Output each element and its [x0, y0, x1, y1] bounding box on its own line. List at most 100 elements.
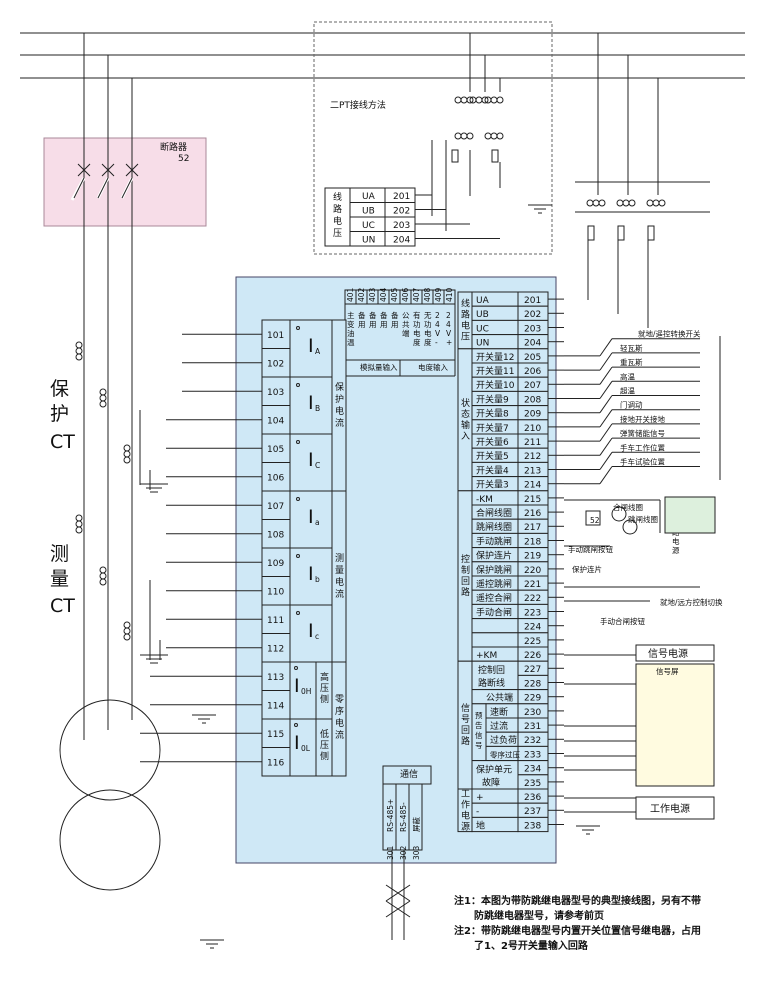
pt-voltage-label: UC [362, 221, 375, 231]
vertical-label-char: 电 [461, 319, 470, 331]
current-terminal-label: 111 [267, 616, 284, 626]
vertical-label-char: 流 [335, 588, 344, 600]
right-row-label: 开关量12 [476, 351, 514, 363]
switch-description: 高温 [620, 371, 635, 381]
pt-voltage-label: UB [362, 207, 375, 217]
vertical-label-char: 号 [475, 741, 483, 750]
comm-terminal: 303 [412, 845, 421, 860]
right-row-label: UB [476, 310, 489, 320]
right-row-label: UC [476, 324, 489, 334]
vertical-label-char: 信 [461, 702, 470, 714]
ct-coil-turn [123, 621, 131, 629]
vertical-label-char: 电 [461, 809, 470, 821]
right-terminal-label: 217 [524, 523, 541, 533]
current-terminal-label: 101 [267, 331, 284, 341]
current-terminal [261, 433, 291, 463]
vertical-label-char: 线 [461, 297, 470, 309]
comm-label: 屏蔽 [411, 817, 421, 832]
switch-description: 手车试验位置 [620, 457, 665, 467]
zero-group-cell [331, 661, 347, 777]
vertical-label-char: 电 [424, 328, 432, 338]
vertical-label-char: 4 [446, 320, 451, 329]
analog-terminal: 407 [412, 287, 421, 302]
comm-label: RS-485- [399, 802, 408, 832]
vertical-label-char: 变 [347, 319, 355, 329]
ct-symbol: I [308, 563, 314, 585]
vertical-label-char: 压 [320, 740, 329, 751]
ct-symbol: I [294, 675, 300, 697]
footnote: 了1、2号开关量输入回路 [474, 939, 589, 952]
right-terminal-label: 226 [524, 651, 541, 661]
right-terminal-label: 204 [524, 339, 541, 349]
switch-description: 轻瓦斯 [620, 343, 643, 353]
vertical-label-char: 源 [672, 546, 680, 555]
right-terminal-label: 228 [524, 679, 541, 689]
vertical-label-char: 温 [347, 338, 355, 347]
right-terminal-label: 223 [524, 608, 541, 618]
vertical-label-char: 保 [335, 381, 344, 393]
vertical-label-char: 用 [380, 320, 388, 329]
right-row-label: 开关量11 [476, 365, 514, 377]
right-terminal-label: 207 [524, 381, 541, 391]
right-row-label: 开关量9 [476, 393, 509, 405]
vertical-label-char: 护 [335, 393, 344, 405]
analog-terminal: 410 [445, 287, 454, 302]
right-row-label: 开关量4 [476, 464, 509, 476]
comm-title: 通信 [400, 768, 418, 780]
switch-description: 手车工作位置 [620, 442, 665, 452]
vertical-label-char: V [446, 329, 452, 338]
pt-voltage-label: UN [362, 236, 375, 246]
ct-coil-turn [75, 514, 83, 522]
current-terminal-label: 106 [267, 474, 284, 484]
right-terminal-label: 212 [524, 452, 541, 462]
right-terminal-label: 214 [524, 481, 541, 491]
vertical-label-char: 电 [335, 717, 344, 729]
switch-contact [599, 366, 613, 385]
ct-symbol: I [308, 392, 314, 414]
ct-polarity-dot [296, 383, 300, 387]
right-row-label: 保护连片 [476, 550, 512, 562]
right-terminal-label: 238 [524, 821, 541, 831]
switch-contact [599, 338, 613, 357]
vertical-label-char: 流 [335, 417, 344, 429]
pt-terminal: 202 [393, 207, 410, 217]
current-terminal-label: 104 [267, 417, 284, 427]
analog-channel-label: 备用 [369, 310, 377, 329]
vertical-label-char: 回 [461, 576, 470, 587]
ct-phase: 0L [301, 744, 311, 753]
footnote: 注2：带防跳继电器型号内置开关位置信号继电器，占用 [454, 924, 701, 937]
vertical-label-char: 无 [424, 311, 432, 320]
vertical-label-char: 4 [435, 320, 440, 329]
fault-label: 保护单元 [476, 764, 512, 776]
protection-ct-label-3: CT [50, 431, 75, 453]
vertical-label-char: 低 [320, 728, 329, 740]
pt-terminal: 204 [393, 236, 410, 246]
coil-turn [616, 199, 624, 207]
pt-fuse [647, 225, 655, 241]
ct-symbol: I [294, 732, 300, 754]
right-row-label: 开关量3 [476, 479, 509, 491]
right-terminal-label: 231 [524, 722, 541, 732]
ct-symbol: I [308, 506, 314, 528]
coil-turn [622, 199, 630, 207]
measure-ct-label-3: CT [50, 595, 75, 617]
switch-contact [599, 409, 613, 428]
right-terminal-label: 215 [524, 495, 541, 505]
right-row-label: 开关量6 [476, 436, 509, 448]
current-terminal-label: 112 [267, 645, 284, 655]
right-terminal-label: 218 [524, 537, 541, 547]
manual-trip-label: 手动跳闸按钮 [568, 544, 613, 554]
vertical-label-char: 线 [333, 191, 342, 203]
analog-terminal: 402 [357, 287, 366, 302]
ct-coil-turn [75, 341, 83, 349]
protect-plate-label: 保护连片 [572, 564, 602, 574]
ct-polarity-dot [296, 554, 300, 558]
right-row-label: 合闸线圈 [476, 507, 512, 519]
right-terminal-label: 216 [524, 509, 541, 519]
vertical-label-char: 制 [461, 564, 470, 576]
